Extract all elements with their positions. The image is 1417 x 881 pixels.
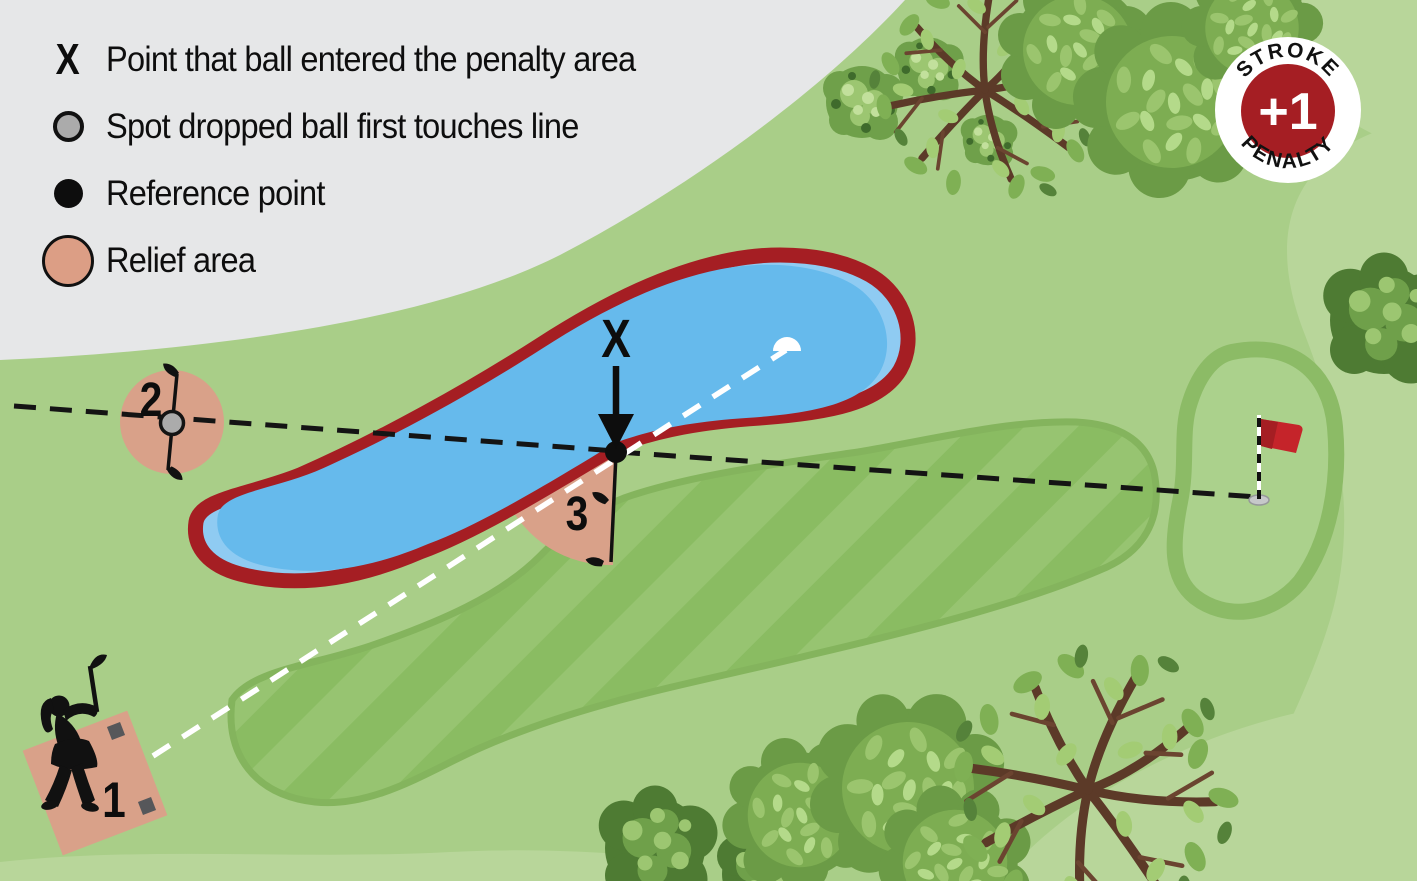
- legend-label: Reference point: [106, 173, 325, 213]
- badge-red-circle: [1241, 64, 1335, 158]
- fairway: [227, 418, 1160, 807]
- penalty-badge: +1 STROKE PENALTY: [1215, 37, 1361, 183]
- legend-item-entry-point: X Point that ball entered the penalty ar…: [30, 26, 675, 93]
- entry-point-label: X: [601, 309, 631, 369]
- flagstick: [1248, 415, 1303, 506]
- relief-area-symbol: [30, 234, 106, 287]
- option-2-label: 2: [140, 374, 163, 427]
- badge-value: +1: [1258, 83, 1317, 141]
- arrow-head: [598, 414, 634, 449]
- legend-item-reference-point: Reference point: [30, 160, 675, 227]
- legend-item-drop-spot: Spot dropped ball first touches line: [30, 93, 675, 160]
- bush: [1323, 252, 1417, 384]
- tee-markers: [106, 721, 157, 816]
- drop-spot-2: [158, 409, 186, 437]
- x-glyph: X: [55, 34, 81, 84]
- putting-green: [1166, 341, 1345, 620]
- legend: X Point that ball entered the penalty ar…: [30, 26, 675, 294]
- legend-label: Relief area: [106, 240, 256, 280]
- relief-area-3: [506, 452, 617, 566]
- club-length-markers-3: [585, 453, 618, 569]
- drop-spot-symbol: [30, 111, 106, 142]
- penalty-area-water: [187, 247, 916, 589]
- reference-point-symbol: [30, 179, 106, 208]
- golfer-silhouette: [40, 654, 107, 812]
- entry-point-marker: X: [598, 309, 634, 449]
- option-3-label: 3: [566, 488, 589, 541]
- legend-item-relief-area: Relief area: [30, 227, 675, 294]
- x-marker-symbol: X: [30, 35, 106, 85]
- reference-point-dot: [605, 441, 627, 463]
- legend-label: Spot dropped ball first touches line: [106, 106, 579, 146]
- line-to-hole-dashed: [13, 403, 1258, 500]
- legend-label: Point that ball entered the penalty area: [106, 39, 636, 79]
- out-of-bounds-area: [0, 0, 905, 360]
- option-1-label: 1: [102, 772, 126, 828]
- golf-ball: [773, 337, 801, 351]
